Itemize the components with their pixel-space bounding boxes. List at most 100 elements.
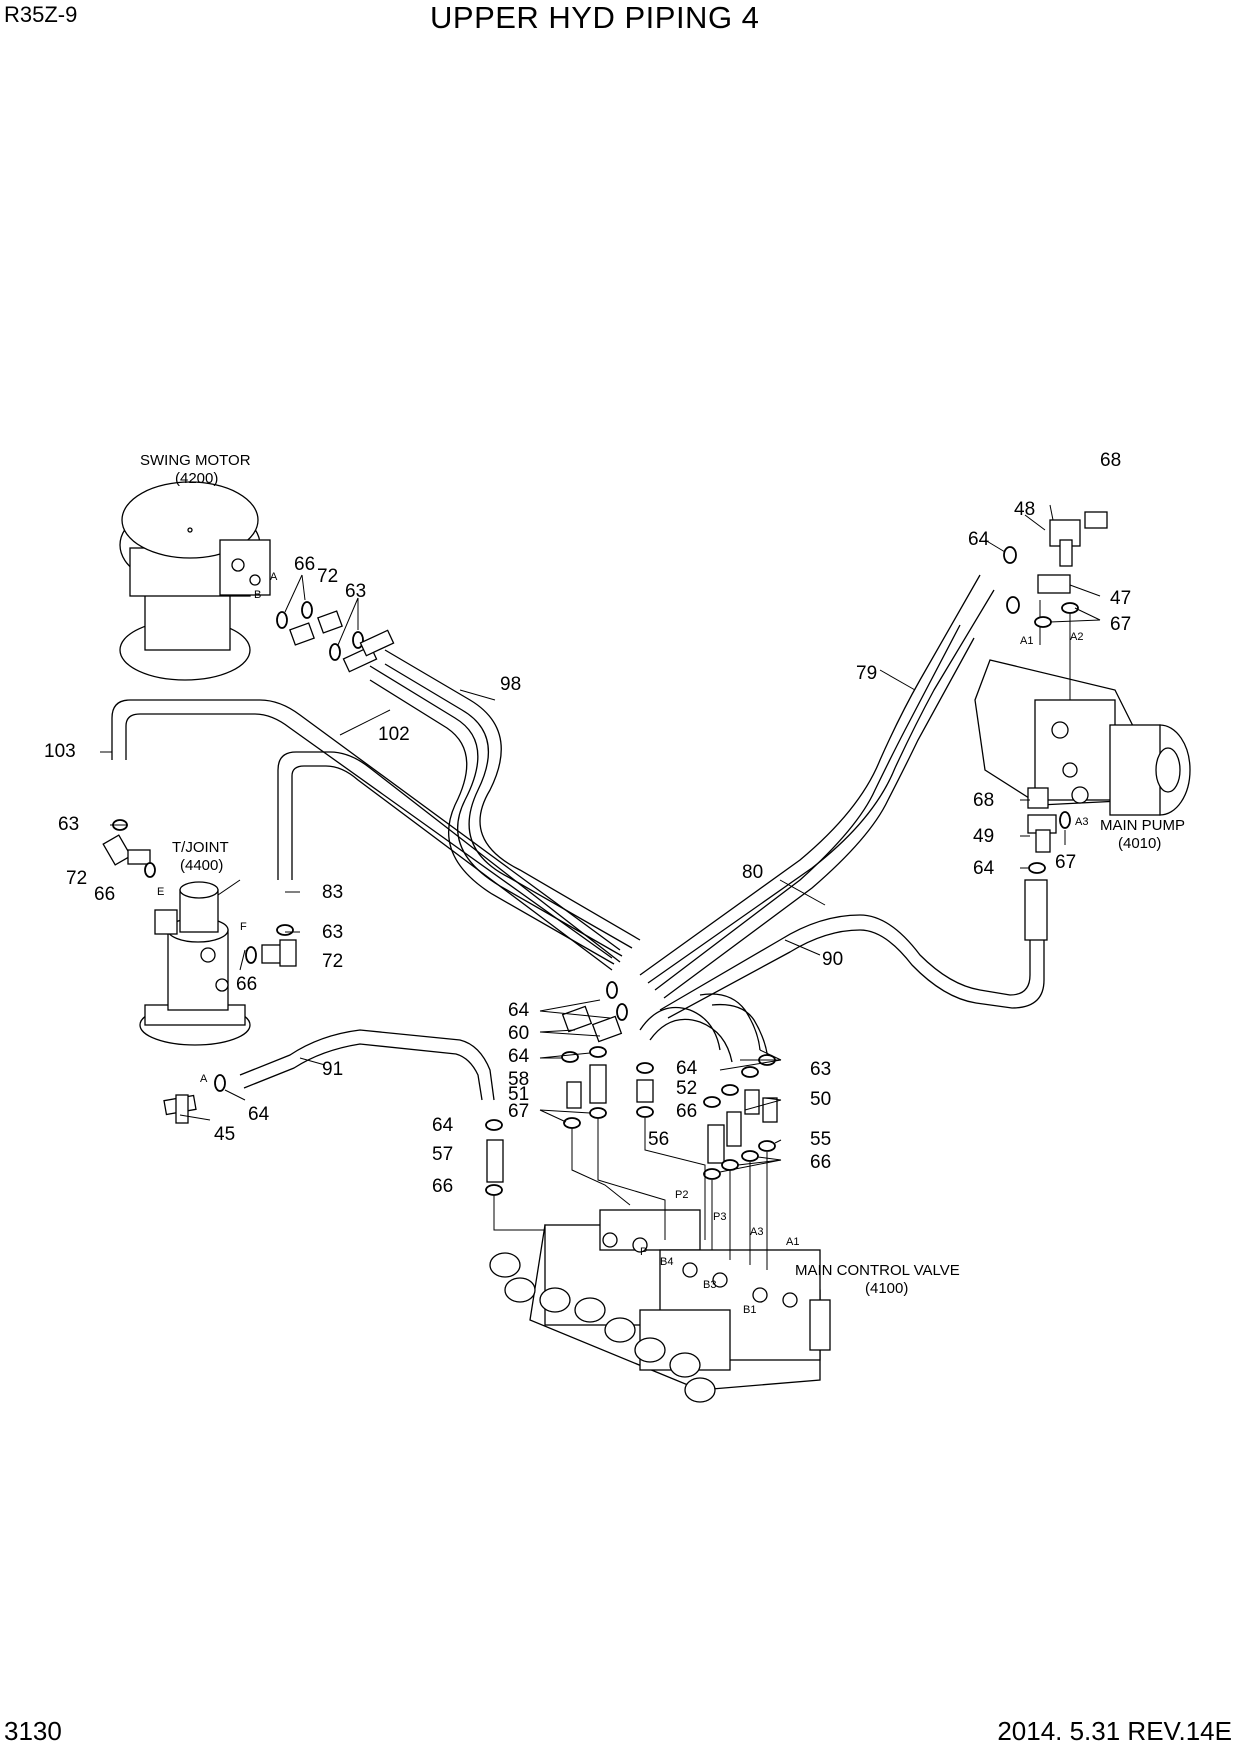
hose-102 bbox=[369, 665, 623, 957]
mcv-port-a3: A3 bbox=[750, 1226, 763, 1238]
mcv-port-b1: B1 bbox=[743, 1304, 756, 1316]
callout-90: 90 bbox=[822, 949, 843, 970]
hose-103-inner bbox=[125, 713, 613, 959]
callout-67-top: 67 bbox=[1110, 614, 1131, 635]
callout-64-v4: 64 bbox=[676, 1058, 698, 1079]
callout-67-pump: 67 bbox=[1055, 852, 1076, 873]
callout-64-a: 64 bbox=[248, 1104, 270, 1125]
callout-50: 50 bbox=[810, 1089, 831, 1110]
mcv-port-p: P bbox=[640, 1246, 647, 1258]
callout-98: 98 bbox=[500, 674, 521, 695]
callout-45: 45 bbox=[214, 1124, 235, 1145]
callout-57: 57 bbox=[432, 1144, 453, 1165]
callout-51: 51 bbox=[508, 1084, 529, 1105]
callout-79: 79 bbox=[856, 663, 877, 684]
callout-91: 91 bbox=[322, 1059, 343, 1080]
callout-numbers: 66 72 63 98 102 103 63 72 66 83 63 72 66… bbox=[44, 450, 1131, 1197]
callout-64-v3: 64 bbox=[432, 1115, 454, 1136]
tj-port-a: A bbox=[200, 1073, 208, 1085]
mcv-port-b3: B3 bbox=[703, 1279, 716, 1291]
pump-port-a2: A2 bbox=[1070, 631, 1083, 643]
hose-98-inner bbox=[384, 663, 633, 949]
callout-60: 60 bbox=[508, 1023, 529, 1044]
swing-motor-fittings bbox=[276, 574, 395, 673]
valve-hose-3 bbox=[699, 993, 761, 1051]
mcv-label: MAIN CONTROL VALVE bbox=[795, 1262, 960, 1279]
callout-66-v: 66 bbox=[432, 1176, 453, 1197]
hose-83 bbox=[277, 751, 621, 963]
pump-fittings bbox=[1003, 511, 1108, 941]
callout-63: 63 bbox=[345, 581, 366, 602]
hose-102-inner bbox=[369, 679, 615, 965]
hose-90-inner bbox=[667, 929, 1045, 1019]
valve-hose-4 bbox=[711, 1003, 769, 1061]
callout-64-top: 64 bbox=[968, 529, 990, 550]
main-pump-label: MAIN PUMP bbox=[1100, 817, 1185, 834]
turning-joint-drawing bbox=[139, 879, 251, 1046]
swing-motor-drawing bbox=[119, 481, 271, 681]
turning-joint-code: (4400) bbox=[180, 857, 223, 874]
hose-79 bbox=[639, 574, 981, 976]
callout-58: 58 bbox=[508, 1069, 529, 1090]
page-title: UPPER HYD PIPING 4 bbox=[430, 0, 760, 35]
mcv-port-p2: P2 bbox=[675, 1189, 688, 1201]
main-pump-drawing bbox=[974, 600, 1191, 816]
swing-motor-label: SWING MOTOR bbox=[140, 452, 251, 469]
model-code: R35Z-9 bbox=[4, 2, 78, 27]
callout-63-left: 63 bbox=[58, 814, 79, 835]
callout-72-mid: 72 bbox=[322, 951, 343, 972]
callout-68-pump: 68 bbox=[973, 790, 994, 811]
callout-64-pump: 64 bbox=[973, 858, 995, 879]
callout-72-left: 72 bbox=[66, 868, 87, 889]
valve-hose-1 bbox=[639, 1006, 721, 1051]
callout-48: 48 bbox=[1014, 499, 1035, 520]
swing-motor-code: (4200) bbox=[175, 470, 218, 487]
swing-port-a: A bbox=[270, 571, 278, 583]
mcv-port-b4: B4 bbox=[660, 1256, 673, 1268]
callout-leaders bbox=[100, 504, 1101, 1173]
callout-63-v: 63 bbox=[810, 1059, 831, 1080]
hose-90 bbox=[659, 914, 1031, 1011]
callout-64-v1: 64 bbox=[508, 1000, 530, 1021]
mcv-port-p3: P3 bbox=[713, 1211, 726, 1223]
swing-port-b: B bbox=[254, 589, 261, 601]
hose-routes bbox=[111, 574, 1045, 1101]
callout-83: 83 bbox=[322, 882, 343, 903]
hose-83-inner bbox=[291, 765, 613, 971]
revision-date: 2014. 5.31 REV.14E bbox=[997, 1716, 1232, 1746]
hose-91-inner bbox=[243, 1043, 483, 1101]
hose-80 bbox=[654, 624, 961, 991]
callout-67-v: 67 bbox=[508, 1101, 529, 1122]
turning-joint-label: T/JOINT bbox=[172, 839, 229, 856]
hose-103 bbox=[111, 699, 621, 951]
callout-103: 103 bbox=[44, 741, 76, 762]
hose-91 bbox=[239, 1029, 495, 1101]
callout-49: 49 bbox=[973, 826, 994, 847]
callout-66: 66 bbox=[294, 554, 315, 575]
main-control-valve-drawing bbox=[489, 1209, 831, 1403]
mcv-port-a1: A1 bbox=[786, 1236, 799, 1248]
mcv-code: (4100) bbox=[865, 1280, 908, 1297]
callout-56: 56 bbox=[648, 1129, 669, 1150]
tj-port-f: F bbox=[240, 921, 247, 933]
page-number: 3130 bbox=[4, 1716, 62, 1746]
pump-port-a3: A3 bbox=[1075, 816, 1088, 828]
callout-68-top: 68 bbox=[1100, 450, 1121, 471]
hose-98 bbox=[384, 649, 641, 941]
callout-55: 55 bbox=[810, 1129, 831, 1150]
callout-63-mid: 63 bbox=[322, 922, 343, 943]
callout-47: 47 bbox=[1110, 588, 1131, 609]
valve-hose-2 bbox=[649, 1018, 733, 1063]
callout-80: 80 bbox=[742, 862, 763, 883]
valve-fittings bbox=[485, 981, 778, 1270]
hose-79-inner bbox=[647, 589, 995, 984]
tj-port-e: E bbox=[157, 886, 164, 898]
callout-66-left: 66 bbox=[94, 884, 115, 905]
callout-64-v2: 64 bbox=[508, 1046, 530, 1067]
hose-80-inner bbox=[663, 637, 975, 999]
callout-102: 102 bbox=[378, 724, 410, 745]
callout-66-v3: 66 bbox=[810, 1152, 831, 1173]
main-pump-code: (4010) bbox=[1118, 835, 1161, 852]
pump-port-a1: A1 bbox=[1020, 635, 1033, 647]
